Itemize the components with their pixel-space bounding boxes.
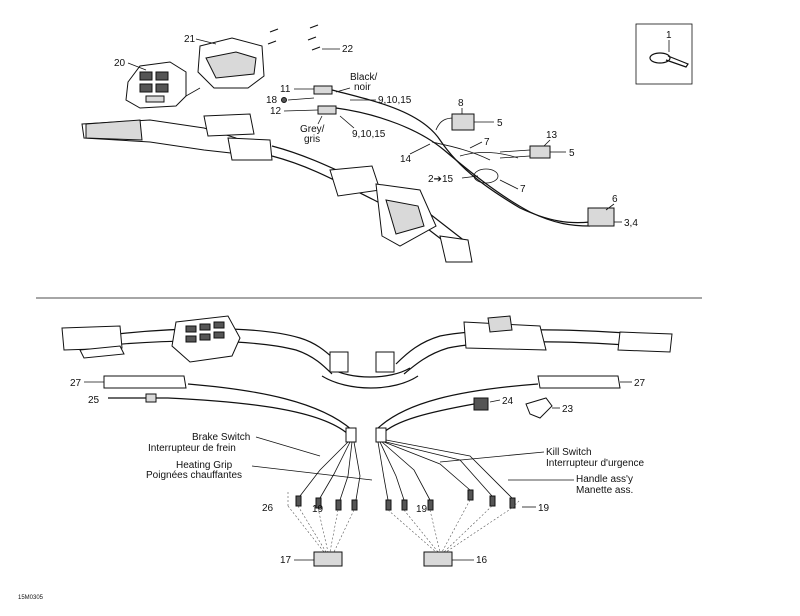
brake-wire-icon [108, 393, 168, 403]
label-brake-en: Brake Switch [192, 432, 250, 443]
label-kill-fr: Interrupteur d'urgence [546, 458, 645, 469]
drawing-code: 15M0305 [18, 595, 44, 601]
label-grey-fr: gris [304, 134, 320, 145]
rivet-icon [281, 97, 287, 103]
callout-6: 6 [612, 194, 618, 205]
callout-3-4: 3,4 [624, 218, 638, 229]
handlebar-top-icon [81, 113, 473, 263]
callout-14: 14 [400, 154, 412, 165]
label-black-en: Black/ [350, 72, 377, 83]
callout-9-10-15-a: 9,10,15 [378, 95, 412, 106]
callout-1: 1 [666, 30, 672, 41]
screws-icon [267, 24, 321, 51]
callout-7-a: 7 [484, 137, 490, 148]
callout-18: 18 [266, 95, 278, 106]
callout-16: 16 [476, 555, 488, 566]
callout-9-10-15-b: 9,10,15 [352, 129, 386, 140]
label-black-fr: noir [354, 82, 371, 93]
connector-8-icon [451, 113, 475, 131]
heating-element-right-icon [537, 375, 621, 389]
callout-20: 20 [114, 58, 126, 69]
callout-2-15: 2➔15 [428, 174, 454, 185]
dashed-fanout [287, 492, 521, 553]
callout-17: 17 [280, 555, 292, 566]
callout-8: 8 [458, 98, 464, 109]
label-handle-fr: Manette ass. [576, 485, 633, 496]
connector-17-icon [313, 551, 343, 567]
connector-13-icon [499, 145, 551, 159]
harness-top-icon [331, 89, 591, 227]
callout-12: 12 [270, 106, 282, 117]
callout-19-a: 19 [312, 504, 324, 515]
switch-cover-icon [185, 37, 265, 97]
callout-13: 13 [546, 130, 558, 141]
connector-grey-icon [317, 105, 337, 115]
callout-22: 22 [342, 44, 354, 55]
label-heat-en: Heating Grip [176, 460, 233, 471]
bracket-23-icon [525, 397, 553, 419]
connector-black-icon [313, 85, 333, 95]
label-handle-en: Handle ass'y [576, 474, 633, 485]
callout-21: 21 [184, 34, 196, 45]
callout-25: 25 [88, 395, 100, 406]
connector-16-icon [423, 551, 453, 567]
clip-24-icon [473, 397, 489, 411]
callout-27-left: 27 [70, 378, 82, 389]
inset-cable-tie: 1 [635, 23, 693, 85]
callout-19-b: 19 [416, 504, 428, 515]
callout-26: 26 [262, 503, 274, 514]
callout-5-a: 5 [497, 118, 503, 129]
connector-6-icon [587, 207, 615, 227]
heating-element-left-icon [103, 375, 187, 389]
switch-housing-icon [125, 61, 187, 109]
label-grey-en: Grey/ [300, 124, 325, 135]
callout-5-b: 5 [569, 148, 575, 159]
label-kill-en: Kill Switch [546, 447, 592, 458]
callout-19-c: 19 [538, 503, 550, 514]
callout-7-b: 7 [520, 184, 526, 195]
cable-tie-icon [649, 52, 689, 68]
callout-24: 24 [502, 396, 514, 407]
handlebar-bottom-icon [61, 315, 673, 389]
callout-27-right: 27 [634, 378, 646, 389]
callout-11: 11 [280, 84, 291, 95]
callout-23: 23 [562, 404, 574, 415]
label-brake-fr: Interrupteur de frein [148, 443, 236, 454]
label-heat-fr: Poignées chauffantes [146, 470, 242, 481]
